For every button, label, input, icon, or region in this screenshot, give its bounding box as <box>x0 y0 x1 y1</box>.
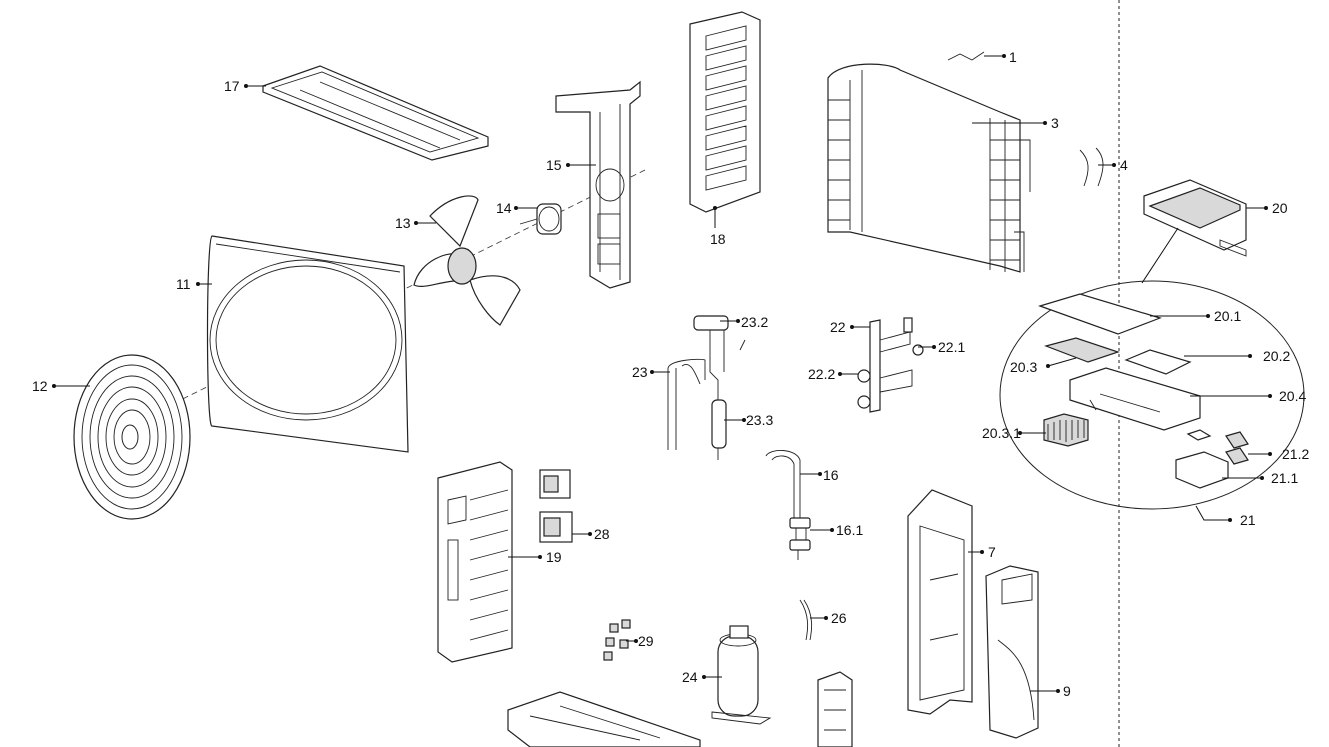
part-label: 12 <box>32 378 48 394</box>
nut-set-part <box>603 619 631 661</box>
terminal-block-part <box>1175 429 1249 489</box>
callout-20-2: 20.2 <box>1184 348 1290 364</box>
box-housing-part <box>1069 367 1201 431</box>
callout-16-1: 16.1 <box>810 522 863 538</box>
capillary-pipe-part <box>799 599 813 641</box>
callout-29: 29 <box>626 633 654 649</box>
part-label: 20.4 <box>1279 388 1306 404</box>
part-label: 11 <box>176 276 191 292</box>
connecting-pipes-part <box>1079 147 1104 187</box>
callout-4: 4 <box>1098 157 1128 173</box>
part-label: 17 <box>224 78 240 94</box>
side-panel-frame-part <box>907 489 973 715</box>
reactor-part <box>539 469 573 543</box>
callout-20-1: 20.1 <box>1150 308 1241 324</box>
part-label: 20.2 <box>1263 348 1290 364</box>
part-label: 16 <box>823 467 839 483</box>
heatsink-part <box>1043 413 1089 447</box>
part-label: 22.2 <box>808 366 835 382</box>
fan-motor-part <box>519 203 562 235</box>
callout-1: 1 <box>984 49 1017 65</box>
part-label: 21.1 <box>1271 470 1298 486</box>
callout-13: 13 <box>395 215 436 231</box>
callout-17: 17 <box>224 78 266 94</box>
callout-24: 24 <box>682 669 722 685</box>
part-label: 20 <box>1272 200 1288 216</box>
callout-23: 23 <box>632 364 670 380</box>
callout-23-3: 23.3 <box>724 412 773 428</box>
part-label: 23.2 <box>741 314 768 330</box>
compressor-part <box>711 625 772 725</box>
fan-blade-part <box>413 195 521 326</box>
back-panel-part <box>437 461 513 663</box>
motor-bracket-part <box>555 80 641 289</box>
callout-7: 7 <box>968 544 996 560</box>
part-label: 20.3.1 <box>982 425 1021 441</box>
callout-26: 26 <box>810 610 847 626</box>
callout-18: 18 <box>710 206 726 247</box>
part-label: 4 <box>1120 157 1128 173</box>
part-label: 28 <box>594 526 610 542</box>
callout-20-4: 20.4 <box>1190 388 1306 404</box>
callout-22-1: 22.1 <box>918 339 965 355</box>
part-label: 3 <box>1051 115 1059 131</box>
callout-16: 16 <box>800 467 839 483</box>
callout-22-2: 22.2 <box>808 366 858 382</box>
callout-21: 21 <box>1195 505 1256 528</box>
part-label: 23 <box>632 364 648 380</box>
fan-grille-part <box>73 354 191 520</box>
callout-11: 11 <box>176 276 212 292</box>
part-label: 20.3 <box>1010 359 1037 375</box>
callout-22: 22 <box>830 319 870 335</box>
handle-cover-part <box>985 565 1039 739</box>
callout-20-3-1: 20.3.1 <box>982 425 1046 441</box>
part-label: 22 <box>830 319 846 335</box>
callout-19: 19 <box>508 549 562 565</box>
reversing-valve-assembly-part <box>667 315 746 460</box>
service-valve-plate-part <box>857 317 924 413</box>
callout-20: 20 <box>1246 200 1288 216</box>
part-label: 15 <box>546 157 562 173</box>
part-label: 23.3 <box>746 412 773 428</box>
part-label: 22.1 <box>938 339 965 355</box>
side-grille-part <box>689 11 761 213</box>
condenser-coil-part <box>827 63 1031 273</box>
pcb-board-part <box>1044 337 1192 375</box>
valve-cover-part <box>817 671 853 747</box>
part-label: 7 <box>988 544 996 560</box>
part-label: 9 <box>1063 683 1071 699</box>
part-label: 21.2 <box>1282 446 1309 462</box>
part-label: 21 <box>1240 512 1256 528</box>
part-label: 13 <box>395 215 411 231</box>
detail-connector-line <box>1141 227 1179 284</box>
callout-12: 12 <box>32 378 90 394</box>
detail-callout-ellipse <box>999 280 1305 510</box>
part-label: 1 <box>1009 49 1017 65</box>
part-label: 20.1 <box>1214 308 1241 324</box>
box-cover-part <box>1038 293 1162 335</box>
base-pan-part <box>507 691 701 747</box>
part-label: 19 <box>546 549 562 565</box>
callout-9: 9 <box>1030 683 1071 699</box>
part-label: 26 <box>831 610 847 626</box>
part-label: 29 <box>638 633 654 649</box>
callout-28: 28 <box>572 526 610 542</box>
part-label: 14 <box>496 200 512 216</box>
part-label: 16.1 <box>836 522 863 538</box>
callout-23-2: 23.2 <box>720 314 768 330</box>
front-panel-part <box>206 235 409 453</box>
callout-14: 14 <box>496 200 538 216</box>
pipe-assembly-part <box>765 450 811 560</box>
electric-box-part <box>1143 179 1247 257</box>
part-label: 18 <box>710 231 726 247</box>
top-cover-part <box>262 65 489 161</box>
part-label: 24 <box>682 669 698 685</box>
sensor-wire-part <box>947 51 985 61</box>
callout-15: 15 <box>546 157 596 173</box>
callout-20-3: 20.3 <box>1010 357 1077 375</box>
callout-21-2: 21.2 <box>1248 446 1309 462</box>
callout-21-1: 21.1 <box>1222 470 1298 486</box>
callout-3: 3 <box>972 115 1059 131</box>
